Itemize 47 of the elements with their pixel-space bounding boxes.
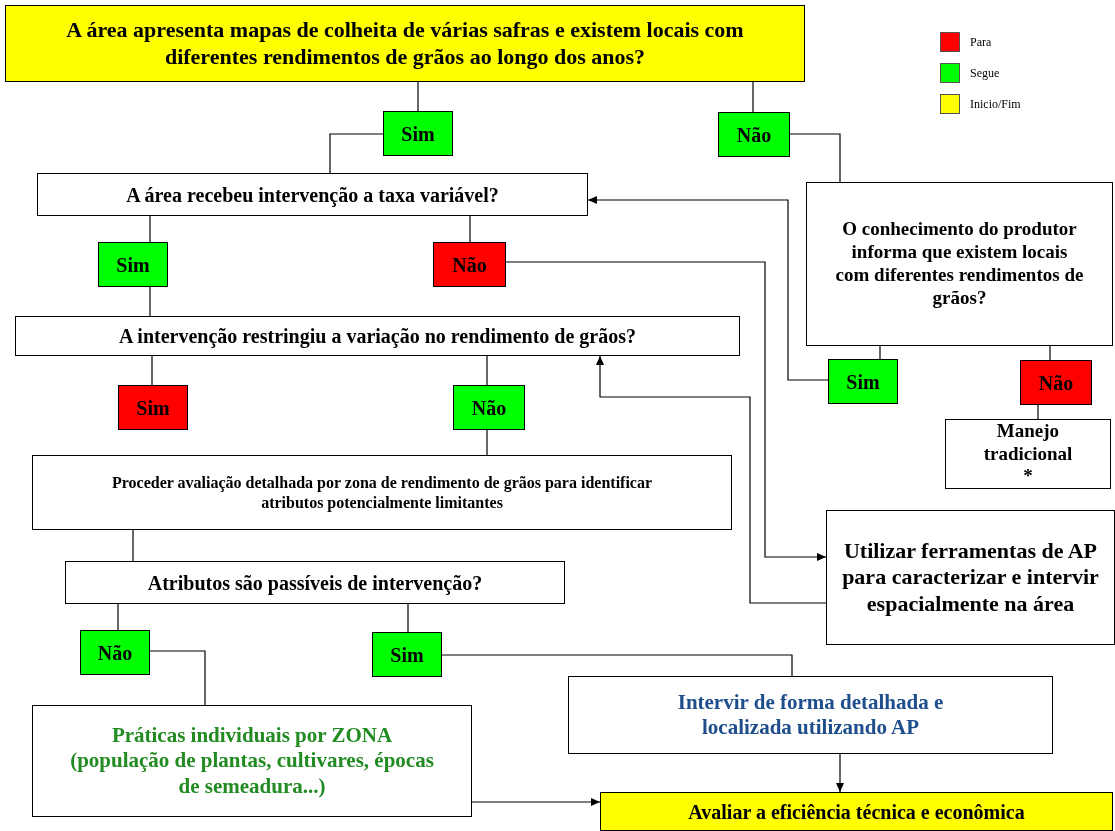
connector-line: [441, 654, 793, 677]
connector-line: [752, 81, 754, 113]
answer-tag: Não: [433, 242, 506, 287]
arrow: [587, 196, 829, 381]
connector-line: [149, 215, 151, 243]
connector-line: [407, 603, 409, 633]
connector-line: [132, 529, 134, 562]
process-box: A intervenção restringiu a variação no rendimento de grãos?: [15, 316, 740, 356]
process-box: Proceder avaliação detalhada por zona de rendimento de grãos para identificar atributos potencialmente limitantes: [32, 455, 732, 530]
process-box: Utilizar ferramentas de AP para caracterizar e intervir espacialmente na área: [826, 510, 1115, 645]
connector-line: [1037, 404, 1039, 420]
answer-tag: Sim: [828, 359, 898, 404]
connector-line: [149, 286, 151, 317]
legend-label: Para: [970, 34, 992, 51]
connector-line: [789, 133, 841, 183]
connector-line: [486, 429, 488, 456]
answer-tag: Sim: [383, 111, 453, 156]
connector-line: [329, 133, 384, 174]
arrow: [836, 753, 844, 793]
answer-tag: Não: [1020, 360, 1092, 405]
process-box: Atributos são passíveis de intervenção?: [65, 561, 565, 604]
connector-line: [1049, 345, 1051, 361]
process-box: O conhecimento do produtor informa que existem locais com diferentes rendimentos de grãos?: [806, 182, 1113, 346]
answer-tag: Sim: [118, 385, 188, 430]
connector-line: [486, 355, 488, 386]
connector-line: [117, 603, 119, 631]
answer-tag: Sim: [98, 242, 168, 287]
legend-label: Segue: [970, 65, 1000, 82]
connector-line: [149, 650, 206, 706]
legend-label: Inicio/Fim: [970, 96, 1021, 113]
terminal-box: Avaliar a eficiência técnica e econômica: [600, 792, 1113, 831]
answer-tag: Não: [453, 385, 525, 430]
connector-line: [417, 81, 419, 112]
arrow: [596, 355, 827, 604]
process-box: Práticas individuais por ZONA (população de plantas, cultivares, épocas de semeadura...): [32, 705, 472, 817]
process-box: A área recebeu intervenção a taxa variável?: [37, 173, 588, 216]
answer-tag: Não: [80, 630, 150, 675]
connector-line: [469, 215, 471, 243]
process-box: Intervir de forma detalhada e localizada utilizando AP: [568, 676, 1053, 754]
arrow: [471, 798, 601, 806]
arrow: [505, 261, 827, 561]
terminal-box: A área apresenta mapas de colheita de várias safras e existem locais com diferentes rendimentos de grãos ao longo dos anos?: [5, 5, 805, 82]
answer-tag: Não: [718, 112, 790, 157]
answer-tag: Sim: [372, 632, 442, 677]
connector-line: [879, 345, 881, 360]
connector-line: [151, 355, 153, 386]
process-box: Manejo tradicional *: [945, 419, 1111, 489]
